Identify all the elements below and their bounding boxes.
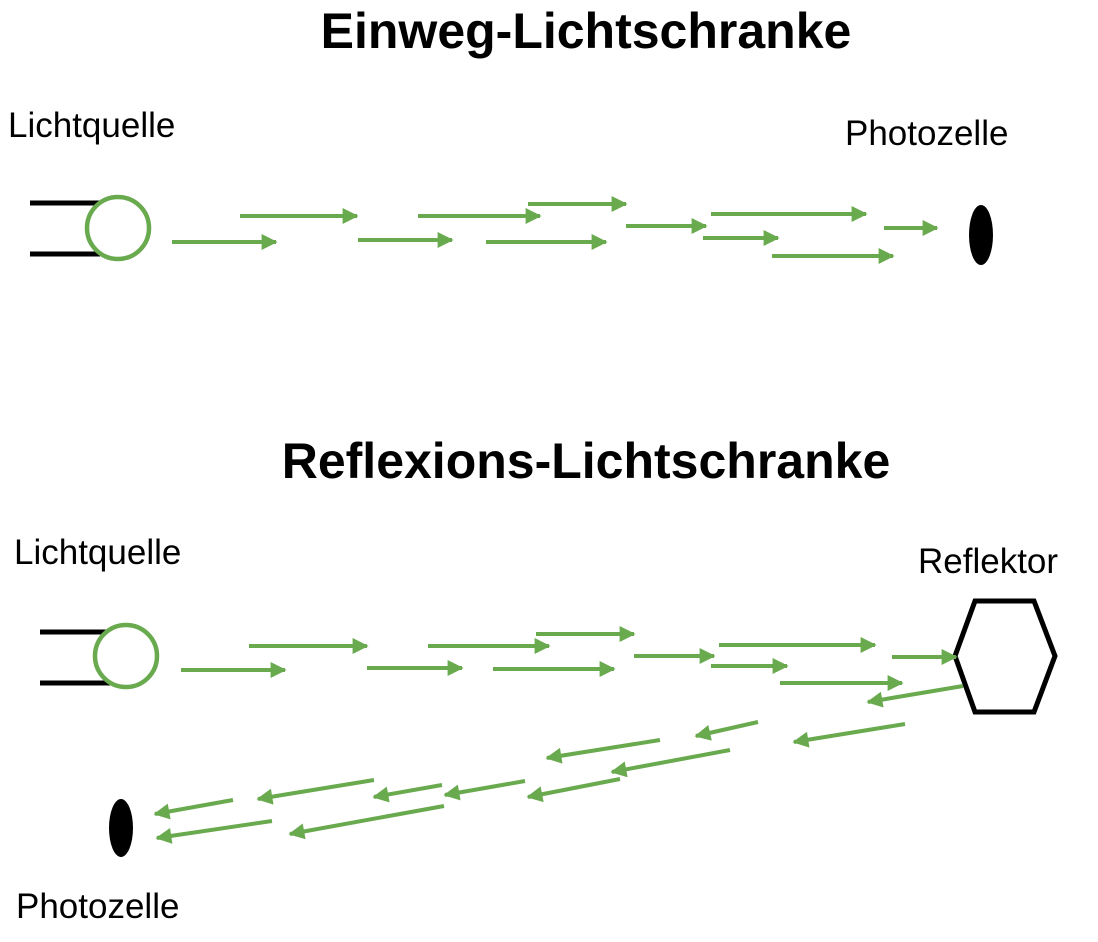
beam-bottom-arrow bbox=[153, 798, 234, 820]
beam-bottom-arrow bbox=[372, 783, 443, 803]
light-source-top bbox=[30, 194, 152, 262]
beam-bottom-arrow bbox=[694, 720, 759, 741]
reflector-hexagon bbox=[952, 598, 1058, 715]
title-einweg: Einweg-Lichtschranke bbox=[321, 3, 852, 59]
beam-bottom-arrow bbox=[256, 778, 375, 805]
beam-bottom-arrow bbox=[545, 738, 661, 764]
label-photozelle-bottom: Photozelle bbox=[16, 887, 179, 926]
light-source-bottom bbox=[40, 622, 160, 690]
beam-bottom-arrow bbox=[866, 684, 964, 708]
label-photozelle-top: Photozelle bbox=[845, 114, 1008, 153]
photocell-bottom bbox=[109, 799, 133, 857]
beam-bottom-arrow bbox=[155, 819, 273, 844]
label-lichtquelle-bottom: Lichtquelle bbox=[14, 533, 181, 572]
title-reflexion: Reflexions-Lichtschranke bbox=[282, 433, 891, 489]
beam-bottom-arrow bbox=[443, 779, 526, 801]
beam-arrows-top bbox=[172, 196, 939, 264]
beam-bottom-arrow bbox=[610, 748, 731, 778]
beam-bottom-arrow bbox=[792, 722, 906, 748]
photocell-top bbox=[969, 205, 993, 265]
beam-bottom-arrow bbox=[288, 804, 445, 840]
beam-arrows-bottom bbox=[153, 626, 964, 844]
label-lichtquelle-top: Lichtquelle bbox=[8, 106, 175, 145]
beam-bottom-arrow bbox=[526, 777, 621, 803]
label-reflektor: Reflektor bbox=[918, 542, 1058, 581]
